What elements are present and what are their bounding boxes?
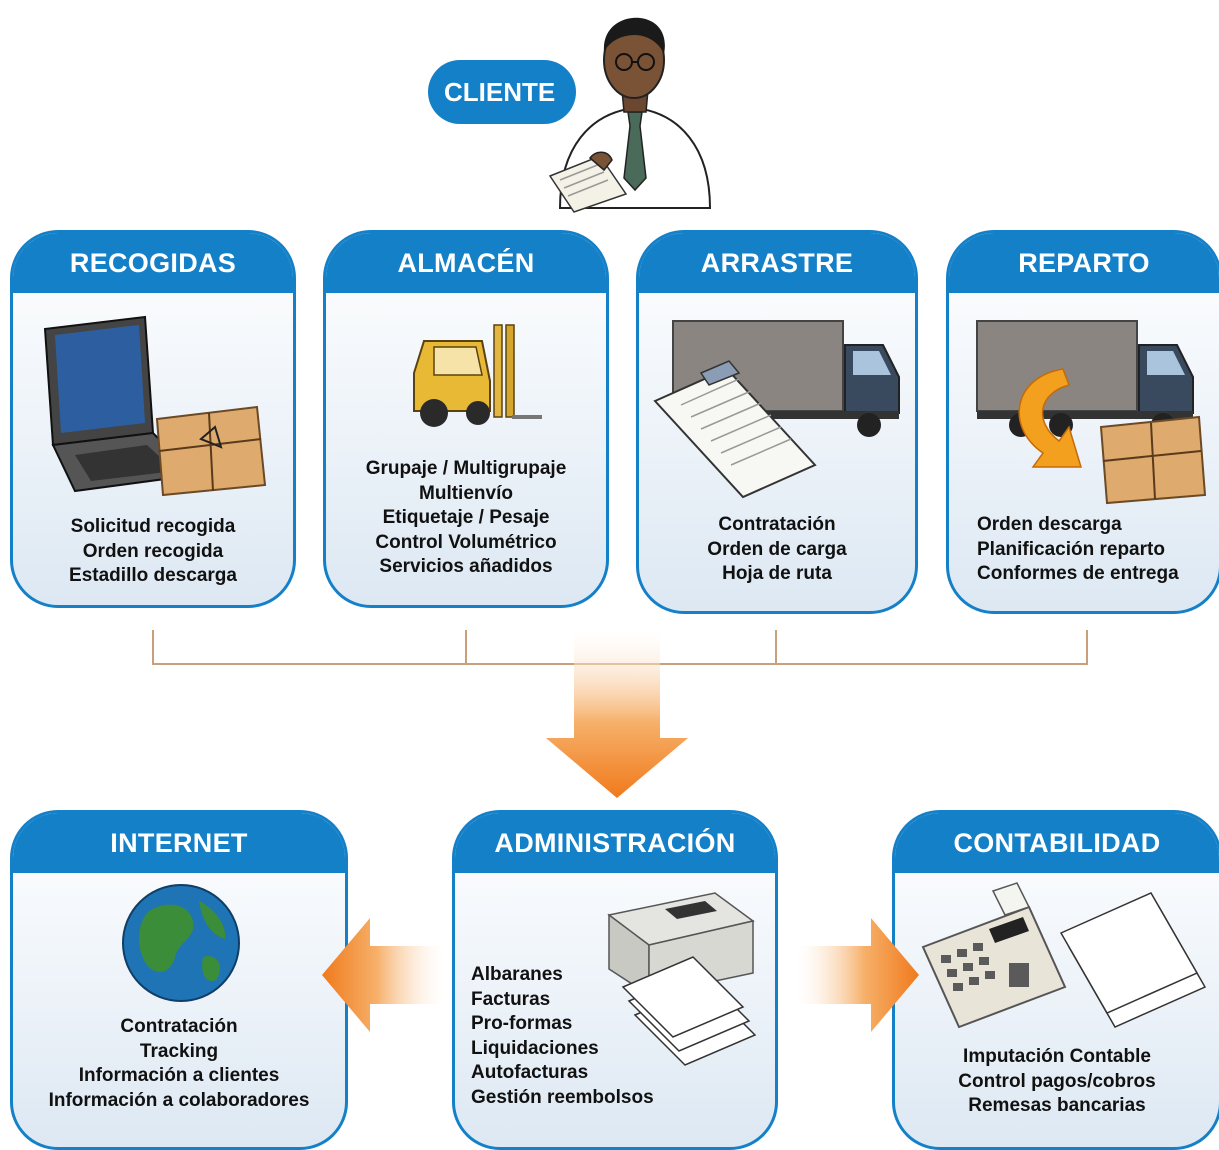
flow-connector xyxy=(152,630,1088,798)
box-title: ARRASTRE xyxy=(639,233,915,293)
truck-package-icon xyxy=(976,320,1207,505)
left-arrow-icon xyxy=(322,918,444,1032)
laptop-package-icon xyxy=(43,315,267,497)
businessman-reading-icon xyxy=(548,17,712,213)
administracion-box: ADMINISTRACIÓN Albaranes Facturas Pro-fo… xyxy=(452,810,778,1150)
reparto-items: Orden descarga Planificación reparto Con… xyxy=(977,513,1179,587)
list-item: Servicios añadidos xyxy=(379,556,553,577)
recogidas-items: Solicitud recogida Orden recogida Estadi… xyxy=(13,515,293,589)
almacen-items: Grupaje / Multigrupaje Multienvío Etique… xyxy=(326,457,606,580)
list-item: Orden descarga xyxy=(977,514,1122,535)
list-item: Gestión reembolsos xyxy=(471,1086,654,1108)
list-item: Conformes de entrega xyxy=(977,563,1179,584)
list-item: Información a clientes xyxy=(78,1065,280,1086)
list-item: Orden de carga xyxy=(707,538,847,560)
box-title: ALMACÉN xyxy=(326,233,606,293)
list-item: Solicitud recogida xyxy=(70,516,236,537)
administracion-items: Albaranes Facturas Pro-formas Liquidacio… xyxy=(471,963,654,1110)
arrastre-box: ARRASTRE Contratación Orden de carga Hoj… xyxy=(636,230,918,614)
internet-box: INTERNET Contratación Tracking Informaci… xyxy=(10,810,348,1150)
list-item: Contratación xyxy=(718,514,836,535)
list-item: Control Volumétrico xyxy=(375,531,557,553)
calculator-documents-icon xyxy=(921,882,1207,1029)
list-item: Estadillo descarga xyxy=(69,565,237,586)
globe-icon xyxy=(122,884,240,1002)
list-item: Control pagos/cobros xyxy=(958,1070,1156,1092)
almacen-box: ALMACÉN Grupaje / Multigrupaje Multienví… xyxy=(323,230,609,608)
list-item: Multienvío xyxy=(419,482,513,504)
down-arrow-icon xyxy=(546,630,688,798)
list-item: Hoja de ruta xyxy=(722,563,832,584)
list-item: Autofacturas xyxy=(471,1062,589,1083)
printer-documents-icon xyxy=(607,892,757,1066)
list-item: Etiquetaje / Pesaje xyxy=(382,507,550,528)
list-item: Imputación Contable xyxy=(963,1046,1151,1067)
contabilidad-box: CONTABILIDAD Imputación Contable Control… xyxy=(892,810,1219,1150)
box-title: RECOGIDAS xyxy=(13,233,293,293)
list-item: Facturas xyxy=(471,988,551,1010)
list-item: Albaranes xyxy=(471,964,563,985)
box-title: INTERNET xyxy=(13,813,345,873)
internet-items: Contratación Tracking Información a clie… xyxy=(13,1015,345,1113)
recogidas-box: RECOGIDAS Solicitud recogida Orden recog… xyxy=(10,230,296,608)
list-item: Pro-formas xyxy=(471,1013,573,1034)
list-item: Planificación reparto xyxy=(977,538,1165,560)
list-item: Orden recogida xyxy=(82,540,224,562)
list-item: Grupaje / Multigrupaje xyxy=(365,458,567,479)
list-item: Tracking xyxy=(139,1040,219,1062)
client-label: CLIENTE xyxy=(428,60,576,124)
list-item: Información a colaboradores xyxy=(48,1089,310,1111)
arrastre-items: Contratación Orden de carga Hoja de ruta xyxy=(639,513,915,587)
box-title: CONTABILIDAD xyxy=(895,813,1219,873)
list-item: Liquidaciones xyxy=(471,1037,599,1059)
contabilidad-items: Imputación Contable Control pagos/cobros… xyxy=(895,1045,1219,1119)
right-arrow-icon xyxy=(797,918,919,1032)
box-title: REPARTO xyxy=(949,233,1219,293)
list-item: Contratación xyxy=(120,1016,238,1037)
forklift-icon xyxy=(413,324,542,427)
truck-clipboard-icon xyxy=(653,320,900,499)
list-item: Remesas bancarias xyxy=(968,1095,1146,1116)
box-title: ADMINISTRACIÓN xyxy=(455,813,775,873)
reparto-box: REPARTO Orden descarga Planificación rep… xyxy=(946,230,1219,614)
